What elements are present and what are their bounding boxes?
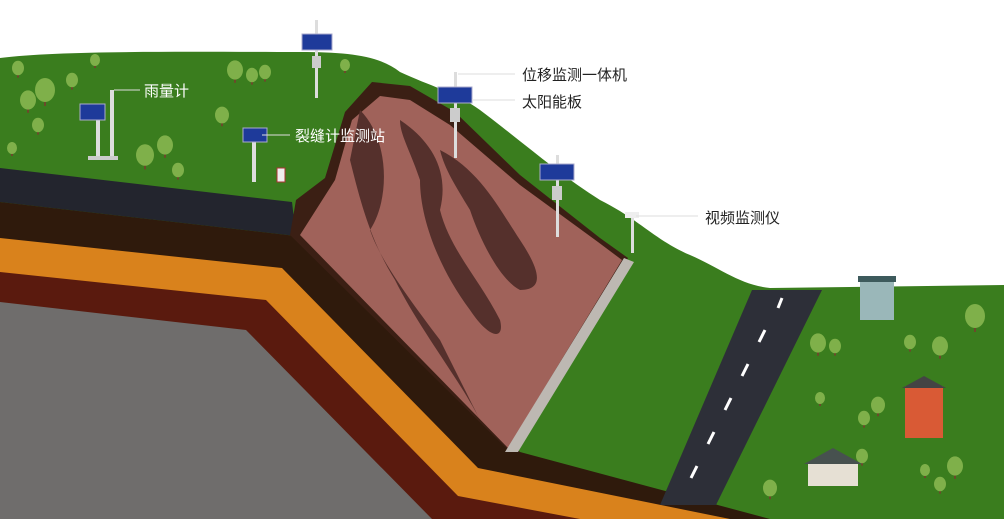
house-cottage (804, 448, 862, 486)
bedrock-layer (0, 302, 432, 519)
tree (856, 448, 868, 464)
tree (136, 144, 154, 166)
tree (932, 336, 948, 356)
tree (340, 59, 350, 71)
asphalt-layer (0, 168, 296, 236)
video-monitor (625, 212, 639, 253)
landslide-dark-streak (440, 150, 537, 290)
trees (7, 54, 985, 500)
tree (7, 142, 17, 154)
tree (934, 476, 946, 492)
label-video-monitor: 视频监测仪 (705, 209, 781, 227)
solar-panel (79, 103, 106, 121)
tree (215, 106, 229, 124)
tree (829, 338, 841, 354)
label-displacement-unit: 位移监测一体机 (522, 66, 628, 84)
monitoring-tower (301, 20, 333, 98)
tree (815, 392, 825, 404)
label-crack-meter-station: 裂缝计监测站 (295, 127, 386, 145)
landslide-dark-streak (350, 110, 480, 420)
tree (810, 333, 826, 353)
tree (90, 54, 100, 66)
tree (871, 396, 885, 414)
tree (947, 456, 963, 476)
label-rain-gauge: 雨量计 (144, 82, 190, 100)
tree (20, 90, 36, 110)
house-blue (858, 276, 896, 320)
tree (157, 135, 173, 155)
tree (858, 410, 870, 426)
tree (965, 304, 985, 328)
solar-panel (301, 33, 333, 51)
displacement-unit-1 (437, 72, 473, 158)
retaining-wall (505, 258, 634, 452)
road-markings (689, 297, 784, 479)
road (660, 290, 822, 505)
label-solar-panel: 太阳能板 (522, 93, 583, 111)
tree (172, 162, 184, 178)
tree (246, 67, 258, 83)
rain-gauge-station (79, 90, 118, 160)
tree (763, 479, 777, 497)
tree (12, 60, 24, 76)
displacement-unit-2 (539, 155, 575, 237)
tree (904, 334, 916, 350)
tree (35, 78, 55, 102)
landslide-dark-streak (400, 120, 501, 334)
tree (920, 464, 930, 476)
tree (32, 117, 44, 133)
tree (66, 72, 78, 88)
crack-meter-station (242, 127, 286, 183)
solar-panel (539, 163, 575, 181)
leader-lines (114, 73, 698, 217)
house-red (902, 376, 946, 438)
solar-panel (437, 86, 473, 104)
tree (259, 64, 271, 80)
tree (227, 60, 243, 80)
